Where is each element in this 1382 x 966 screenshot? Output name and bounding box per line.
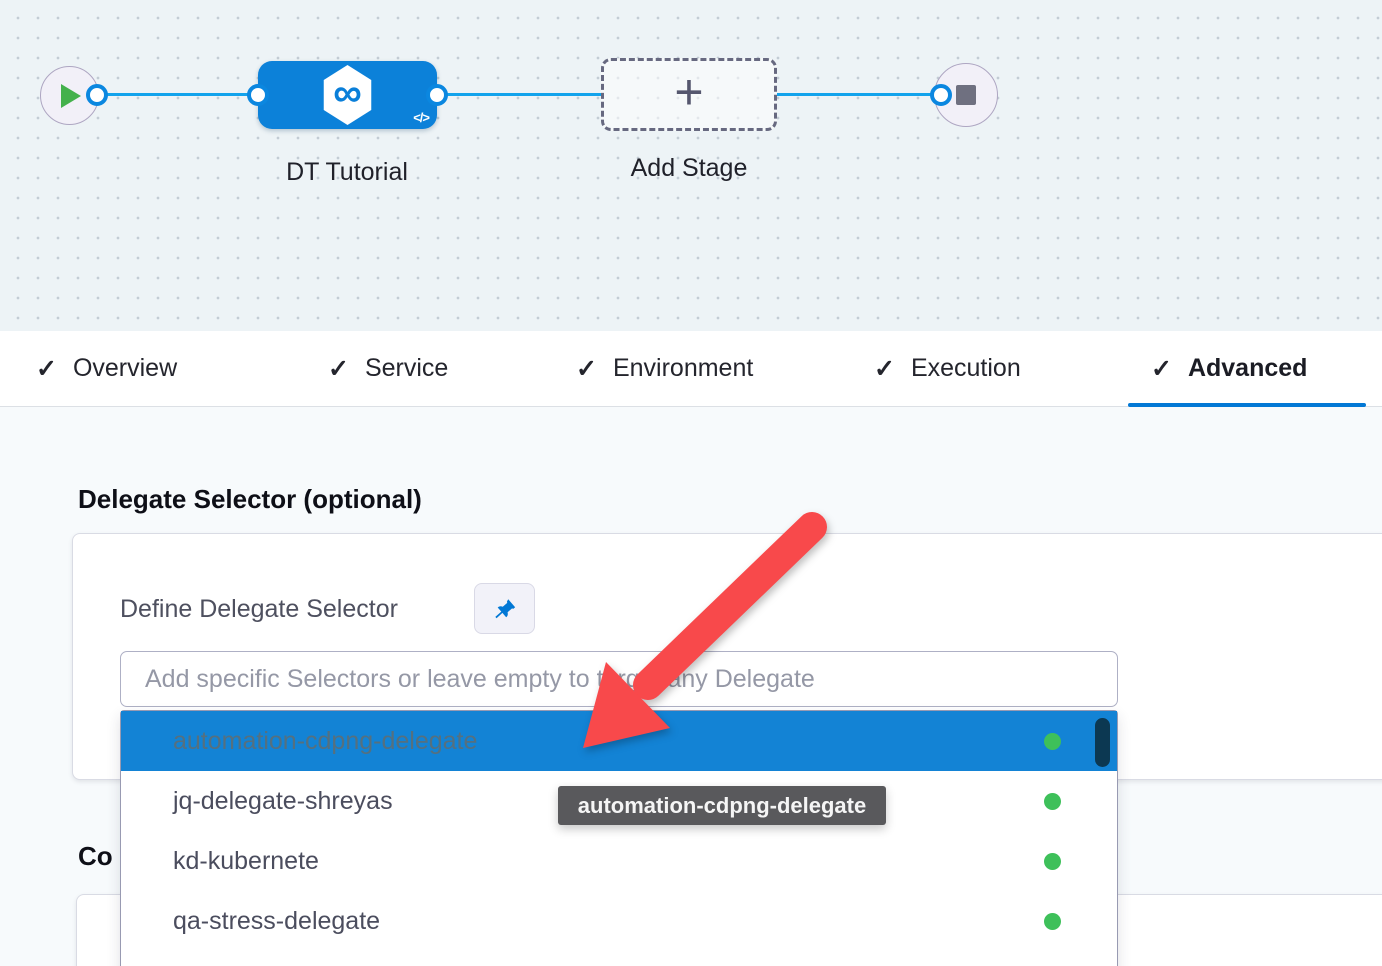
check-icon: ✓ [576, 354, 597, 384]
check-icon: ✓ [874, 354, 895, 384]
scrollbar-thumb[interactable] [1095, 718, 1110, 767]
dropdown-item-label: kd-kubernete [173, 847, 319, 876]
status-dot-icon [1044, 853, 1061, 870]
stage-node-dt-tutorial[interactable]: ∞ </> [258, 61, 437, 129]
status-dot-icon [1044, 793, 1061, 810]
tab-service[interactable]: ✓ Service [328, 331, 448, 406]
dropdown-item-automation-cdpng-delegate[interactable]: automation-cdpng-delegate [121, 711, 1117, 771]
check-icon: ✓ [36, 354, 57, 384]
pushpin-icon [492, 596, 518, 622]
check-icon: ✓ [328, 354, 349, 384]
check-icon: ✓ [1151, 354, 1172, 384]
infinity-icon: ∞ [333, 73, 362, 113]
tab-label: Execution [911, 354, 1021, 383]
connector-edge [777, 93, 941, 96]
play-icon [57, 82, 83, 110]
node-port[interactable] [930, 84, 952, 106]
tab-label: Service [365, 354, 448, 383]
tab-label: Environment [613, 354, 753, 383]
connector-edge [437, 93, 601, 96]
delegate-dropdown-menu: automation-cdpng-delegate jq-delegate-sh… [120, 710, 1118, 966]
define-delegate-selector-label: Define Delegate Selector [120, 595, 398, 624]
node-port[interactable] [247, 84, 269, 106]
pipeline-canvas: ∞ </> + DT Tutorial Add Stage [0, 0, 1382, 331]
stage-tabs: ✓ Overview ✓ Service ✓ Environment ✓ Exe… [0, 331, 1382, 407]
node-port[interactable] [86, 84, 108, 106]
add-stage-button[interactable]: + [601, 58, 777, 131]
dropdown-item-label: jq-delegate-shreyas [173, 787, 393, 816]
tab-overview[interactable]: ✓ Overview [36, 331, 177, 406]
tab-label: Overview [73, 354, 177, 383]
dropdown-item-kd-kubernete[interactable]: kd-kubernete [121, 831, 1117, 891]
pin-button[interactable] [474, 583, 535, 634]
add-stage-label: Add Stage [579, 154, 799, 183]
tab-advanced[interactable]: ✓ Advanced [1151, 331, 1307, 406]
status-dot-icon [1044, 913, 1061, 930]
delegate-name-tooltip: automation-cdpng-delegate [558, 786, 886, 825]
dropdown-item-qa-stress-delegate[interactable]: qa-stress-delegate [121, 891, 1117, 951]
node-port[interactable] [426, 84, 448, 106]
status-dot-icon [1044, 733, 1061, 750]
dropdown-item-label: automation-cdpng-delegate [173, 727, 477, 756]
cd-stage-hexagon-icon: ∞ [321, 65, 375, 125]
tab-label: Advanced [1188, 354, 1307, 383]
tab-environment[interactable]: ✓ Environment [576, 331, 753, 406]
tab-execution[interactable]: ✓ Execution [874, 331, 1021, 406]
stage-node-label: DT Tutorial [237, 158, 457, 187]
connector-edge [97, 93, 258, 96]
delegate-selector-section-title: Delegate Selector (optional) [78, 484, 422, 515]
dropdown-item-label: qa-stress-delegate [173, 907, 380, 936]
plus-icon: + [674, 67, 703, 117]
code-icon: </> [413, 110, 429, 125]
delegate-selector-input[interactable] [120, 651, 1118, 707]
stop-icon [956, 85, 976, 105]
advanced-tab-content: Delegate Selector (optional) Define Dele… [0, 407, 1382, 966]
next-section-title-partial: Co [78, 841, 113, 872]
